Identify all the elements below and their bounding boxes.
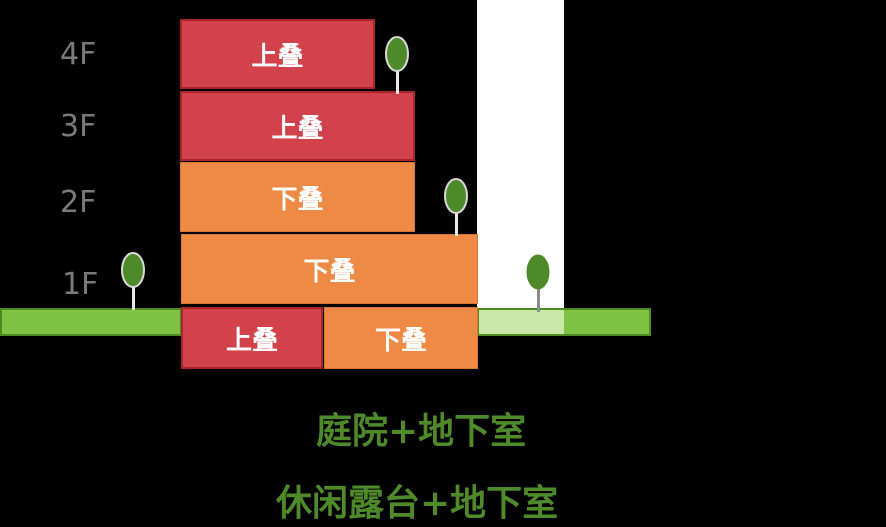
upper-unit-basement-label: 上叠 xyxy=(225,325,278,356)
lower-unit-2f-label: 下叠 xyxy=(271,184,324,215)
ground-light-overlay xyxy=(479,310,564,334)
lower-unit-2f: 下叠 xyxy=(180,162,415,232)
floor-label-3f: 3F xyxy=(60,109,97,144)
floor-label-2f: 2F xyxy=(60,185,97,220)
lower-unit-basement-label: 下叠 xyxy=(374,325,427,356)
upper-unit-basement: 上叠 xyxy=(181,307,323,369)
tree-icon-2f xyxy=(444,178,468,236)
caption-line-1: 庭院+地下室 xyxy=(316,411,527,452)
lower-unit-1f-label: 下叠 xyxy=(303,256,356,287)
tree-icon-4f xyxy=(385,36,409,94)
lower-unit-basement: 下叠 xyxy=(324,307,478,369)
tree-icon-right xyxy=(526,254,550,312)
upper-unit-3f-label: 上叠 xyxy=(271,113,324,144)
caption-line-2: 休闲露台+地下室 xyxy=(276,483,559,524)
floor-label-1f: 1F xyxy=(62,267,99,302)
upper-unit-4f-label: 上叠 xyxy=(251,41,304,72)
floor-label-4f: 4F xyxy=(60,37,97,72)
tree-icon-left xyxy=(121,252,145,310)
upper-unit-4f: 上叠 xyxy=(180,19,375,89)
light-well xyxy=(477,0,564,308)
ground-left xyxy=(0,308,182,336)
lower-unit-1f: 下叠 xyxy=(181,234,478,304)
upper-unit-3f: 上叠 xyxy=(180,91,415,161)
